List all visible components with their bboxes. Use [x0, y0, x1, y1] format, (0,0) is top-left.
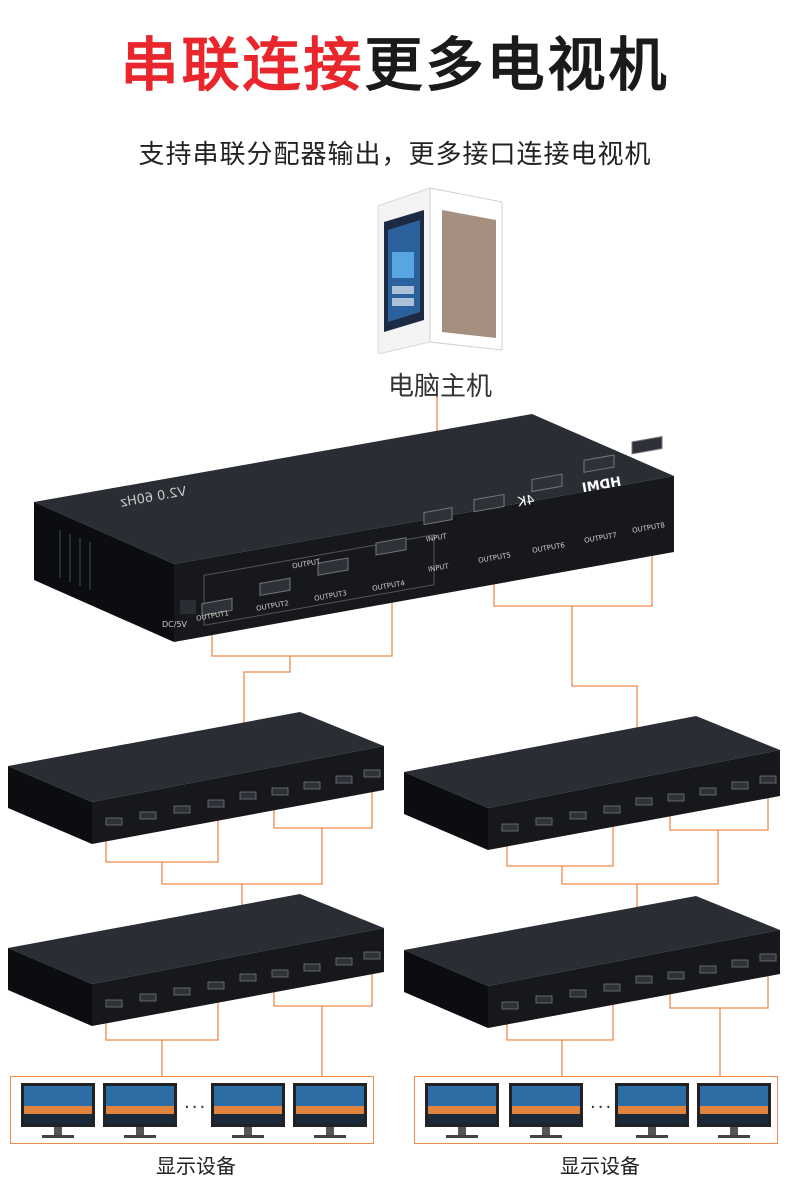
display-label-left: 显示设备	[156, 1154, 236, 1178]
subtitle: 支持串联分配器输出，更多接口连接电视机	[138, 140, 652, 170]
splitter-right-bottom	[402, 894, 780, 1028]
pc-tower-image	[372, 182, 506, 355]
monitor-icon	[210, 1082, 286, 1140]
splitter-left-bottom	[6, 892, 384, 1026]
splitter-right-top	[402, 710, 780, 850]
power-label: DC/5V	[162, 620, 188, 629]
monitor-icon	[696, 1082, 772, 1140]
monitor-icon	[508, 1082, 584, 1140]
power-jack-icon	[180, 600, 196, 614]
ellipsis-right: ...	[590, 1092, 614, 1113]
headline: 串联连接更多电视机	[0, 30, 790, 100]
display-label-right: 显示设备	[560, 1154, 640, 1178]
monitor-icon	[20, 1082, 96, 1140]
headline-rest: 更多电视机	[364, 31, 670, 99]
monitor-icon	[102, 1082, 178, 1140]
headline-highlight: 串联连接	[120, 31, 365, 99]
splitter-resolution-text: 4K	[516, 492, 536, 511]
monitor-icon	[614, 1082, 690, 1140]
pc-label: 电脑主机	[387, 372, 492, 402]
ellipsis-left: ...	[184, 1092, 208, 1113]
splitter-left-top	[6, 710, 384, 844]
monitor-icon	[292, 1082, 368, 1140]
splitter-main: V2.0 60Hz HDMI 4K DC/5V OUTPUT INPUT INP…	[30, 410, 676, 646]
monitor-icon	[424, 1082, 500, 1140]
